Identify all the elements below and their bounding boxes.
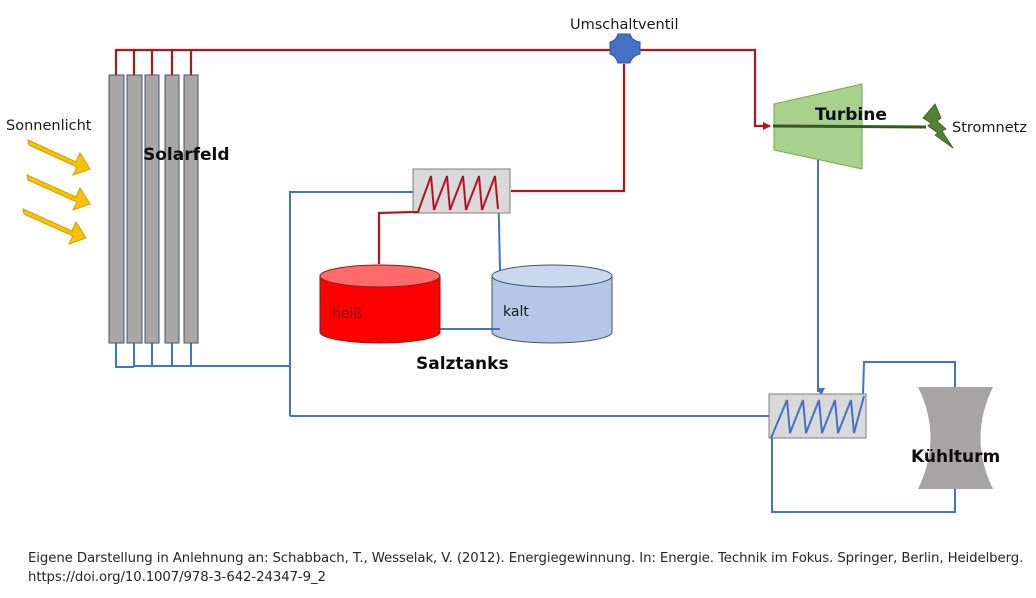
cold-header-pipe [115,342,134,368]
collector-1 [108,74,125,344]
hot-pipe-to-turbine [640,48,771,130]
sun-arrow-icon [26,174,91,211]
turbine-shaft [772,124,927,129]
heat-exchanger-coil [413,175,499,213]
cold-tank-body [491,275,613,344]
solar-field-label: Solarfeld [143,145,230,165]
hot-tank-top [319,264,441,288]
collector-5 [183,74,199,344]
valve-icon [609,33,641,64]
cooling-tower-label: Kühlturm [911,447,1000,467]
turbine-label: Turbine [815,105,887,125]
collector-4 [164,74,180,344]
condenser [768,393,867,439]
cooling-loop-lower [771,438,956,513]
salt-tanks-label: Salztanks [416,354,509,374]
collector-3 [144,74,160,344]
cooling-loop-upper [862,361,956,396]
valve-label: Umschaltventil [570,17,679,33]
source-caption: Eigene Darstellung in Anlehnung an: Scha… [28,549,1023,587]
sunlight-arrows [22,139,91,245]
cold-piping [115,160,956,513]
sunlight-label: Sonnenlicht [6,118,92,134]
cold-pipe-from-storage [289,191,413,416]
sun-arrow-icon [22,208,87,245]
hot-tank-body [319,275,441,344]
hot-piping [114,48,771,264]
hot-pipe-to-storage [511,64,626,193]
cold-tank [491,264,613,344]
collector-2 [126,74,143,344]
hot-header-pipe [114,48,190,76]
solar-field [108,74,199,344]
sun-arrow-icon [27,139,91,176]
cold-tank-top [491,264,613,288]
lightning-icon [922,103,954,149]
grid-label: Stromnetz [952,120,1027,136]
cold-tank-label: kalt [503,304,529,320]
hot-pipe-to-hot-tank [377,210,414,264]
hot-tank [319,264,441,344]
condenser-coil [770,395,865,439]
cooling-tower-icon [918,387,993,489]
hot-tank-label: heiß [332,306,362,322]
storage-heat-exchanger [412,168,511,214]
caption-citation: Eigene Darstellung in Anlehnung an: Scha… [28,551,1024,566]
caption-doi: https://doi.org/10.1007/978-3-642-24347-… [28,570,326,585]
